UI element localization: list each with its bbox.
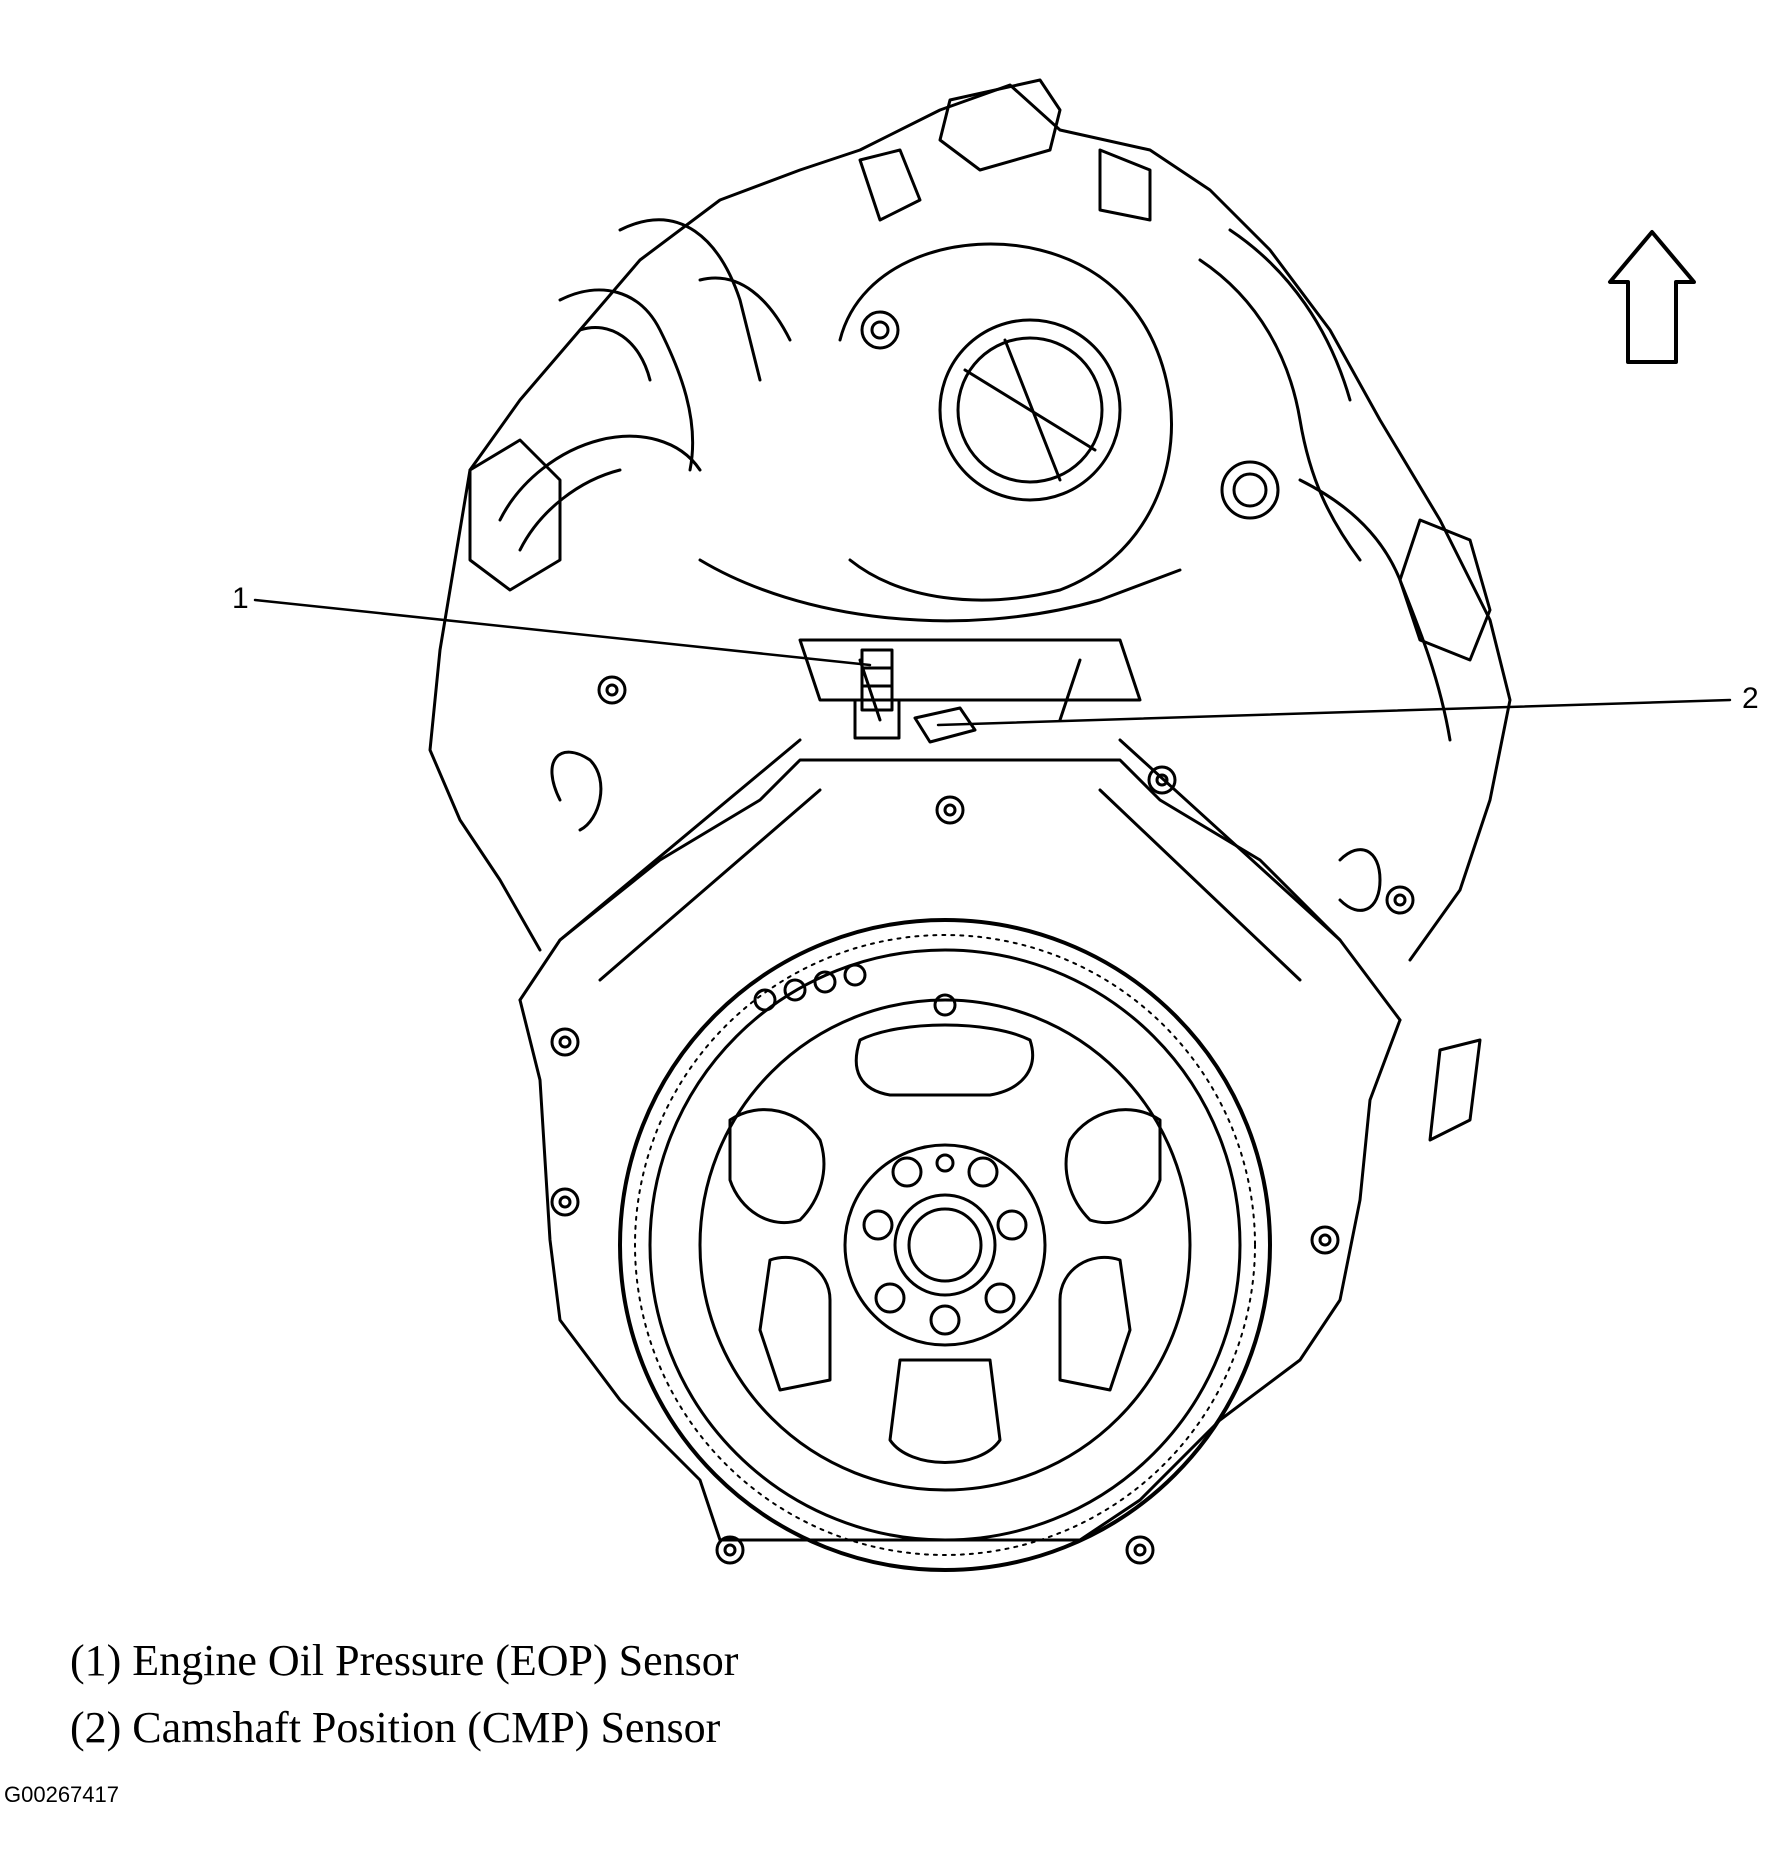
callout-number-2: 2 [1742,682,1759,715]
callout-number-1: 1 [232,582,249,615]
flywheel [618,918,1272,1572]
legend-item-cmp-sensor: (2) Camshaft Position (CMP) Sensor [70,1703,721,1752]
engine-upper-block [428,78,1512,962]
engine-lower-block [518,675,1482,1565]
leader-line-1 [253,598,872,667]
engine-diagram [253,78,1732,1572]
leader-lines [253,598,1732,727]
up-arrow-icon [1608,230,1696,364]
figure-id: G00267417 [4,1782,119,1807]
legend-item-eop-sensor: (1) Engine Oil Pressure (EOP) Sensor [70,1636,739,1685]
leader-line-2 [936,698,1732,727]
